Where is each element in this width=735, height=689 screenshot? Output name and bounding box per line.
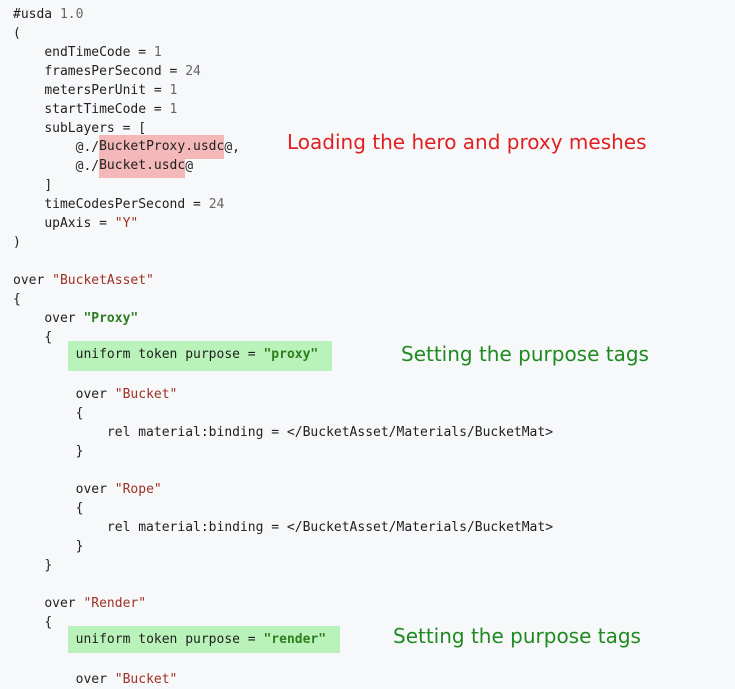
close-paren: ) xyxy=(13,235,21,250)
prim-name-rope: "Rope" xyxy=(114,482,162,497)
material-binding: rel material:binding = </BucketAsset/Mat… xyxy=(106,425,554,440)
close-brace: } xyxy=(44,558,53,573)
code-line-close-paren: ) xyxy=(13,233,728,252)
code-line-over-bucket: over "Bucket" xyxy=(13,385,728,404)
code-line-timecodespersecond: timeCodesPerSecond = 24 xyxy=(13,195,728,214)
code-line-open-paren: ( xyxy=(13,24,728,43)
annotation-purpose-tags-proxy: Setting the purpose tags xyxy=(401,342,649,366)
usda-keyword: #usda xyxy=(13,7,53,22)
sublayer-suffix: @, xyxy=(224,140,240,155)
code-line-blank xyxy=(13,651,728,670)
code-line-over-rope: over "Rope" xyxy=(13,480,728,499)
open-brace: { xyxy=(44,615,53,630)
code-line-open-brace: { xyxy=(13,290,728,309)
purpose-proxy-value: "proxy" xyxy=(263,347,319,362)
open-brace: { xyxy=(13,292,21,307)
sublayer-render-highlight: Bucket.usdc xyxy=(99,154,186,178)
code-line-rel-binding: rel material:binding = </BucketAsset/Mat… xyxy=(13,423,728,442)
open-brace: { xyxy=(44,330,53,345)
over-keyword: over xyxy=(44,311,84,326)
over-keyword: over xyxy=(75,482,115,497)
timecodespersecond-key: timeCodesPerSecond = xyxy=(44,197,209,212)
over-keyword: over xyxy=(75,387,115,402)
purpose-statement: uniform token purpose = xyxy=(75,347,264,362)
over-keyword: over xyxy=(13,273,53,288)
code-line-purpose-render: uniform token purpose = "render" xyxy=(13,626,728,653)
code-line-sublayer-render: @./Bucket.usdc@ xyxy=(13,154,728,178)
purpose-render-highlight: uniform token purpose = "render" xyxy=(67,626,341,653)
code-line-sublayers: subLayers = [ xyxy=(13,119,728,138)
upaxis-key: upAxis = xyxy=(44,216,115,231)
code-line-close-brace: } xyxy=(13,537,728,556)
code-line-rel-binding: rel material:binding = </BucketAsset/Mat… xyxy=(13,518,728,537)
prim-name-render: "Render" xyxy=(83,596,147,611)
metersperunit-key: metersPerUnit = xyxy=(44,83,170,98)
code-line-starttimecode: startTimeCode = 1 xyxy=(13,100,728,119)
framespersecond-key: framesPerSecond = xyxy=(44,64,186,79)
close-brace: } xyxy=(75,444,84,459)
annotation-purpose-tags-render: Setting the purpose tags xyxy=(393,624,641,648)
close-brace: } xyxy=(75,539,84,554)
prim-name-proxy: "Proxy" xyxy=(83,311,139,326)
code-line-metersperunit: metersPerUnit = 1 xyxy=(13,81,728,100)
code-line-framespersecond: framesPerSecond = 24 xyxy=(13,62,728,81)
open-paren: ( xyxy=(13,26,21,41)
endtimecode-key: endTimeCode = xyxy=(44,45,154,60)
framespersecond-value: 24 xyxy=(185,64,201,79)
upaxis-value: "Y" xyxy=(114,216,139,231)
metersperunit-value: 1 xyxy=(169,83,178,98)
code-line-over-proxy: over "Proxy" xyxy=(13,309,728,328)
prim-name-bucketasset: "BucketAsset" xyxy=(52,273,154,288)
starttimecode-key: startTimeCode = xyxy=(44,102,170,117)
sublayers-key: subLayers = [ xyxy=(44,121,147,136)
purpose-proxy-highlight: uniform token purpose = "proxy" xyxy=(67,341,333,371)
code-line-header: #usda 1.0 xyxy=(13,5,728,24)
open-brace: { xyxy=(75,501,84,516)
code-line-blank xyxy=(13,252,728,271)
code-line-open-brace: { xyxy=(13,404,728,423)
code-line-blank xyxy=(13,575,728,594)
code-line-close-brace: } xyxy=(13,556,728,575)
purpose-render-value: "render" xyxy=(263,632,327,647)
starttimecode-value: 1 xyxy=(169,102,178,117)
usda-version: 1.0 xyxy=(59,7,84,22)
code-line-blank xyxy=(13,461,728,480)
code-line-over-render: over "Render" xyxy=(13,594,728,613)
code-line-over-bucketasset: over "BucketAsset" xyxy=(13,271,728,290)
close-bracket: ] xyxy=(44,178,53,193)
code-line-open-brace: { xyxy=(13,328,728,347)
usda-code-listing: #usda 1.0 ( endTimeCode = 1 framesPerSec… xyxy=(13,5,728,689)
annotation-loading-meshes: Loading the hero and proxy meshes xyxy=(287,130,647,154)
over-keyword: over xyxy=(44,596,84,611)
sublayer-suffix: @ xyxy=(185,159,194,174)
code-line-upaxis: upAxis = "Y" xyxy=(13,214,728,233)
code-line-purpose-proxy: uniform token purpose = "proxy" xyxy=(13,341,728,371)
prim-name-bucket: "Bucket" xyxy=(114,387,178,402)
endtimecode-value: 1 xyxy=(153,45,162,60)
code-line-blank xyxy=(13,366,728,385)
code-line-close-brace: } xyxy=(13,442,728,461)
code-line-close-bracket: ] xyxy=(13,176,728,195)
code-line-open-brace: { xyxy=(13,499,728,518)
sublayer-prefix: @./ xyxy=(75,159,100,174)
purpose-statement: uniform token purpose = xyxy=(75,632,264,647)
code-line-open-brace: { xyxy=(13,613,728,632)
code-line-endtimecode: endTimeCode = 1 xyxy=(13,43,728,62)
timecodespersecond-value: 24 xyxy=(208,197,225,212)
sublayer-prefix: @./ xyxy=(75,140,100,155)
material-binding: rel material:binding = </BucketAsset/Mat… xyxy=(106,520,554,535)
open-brace: { xyxy=(75,406,84,421)
